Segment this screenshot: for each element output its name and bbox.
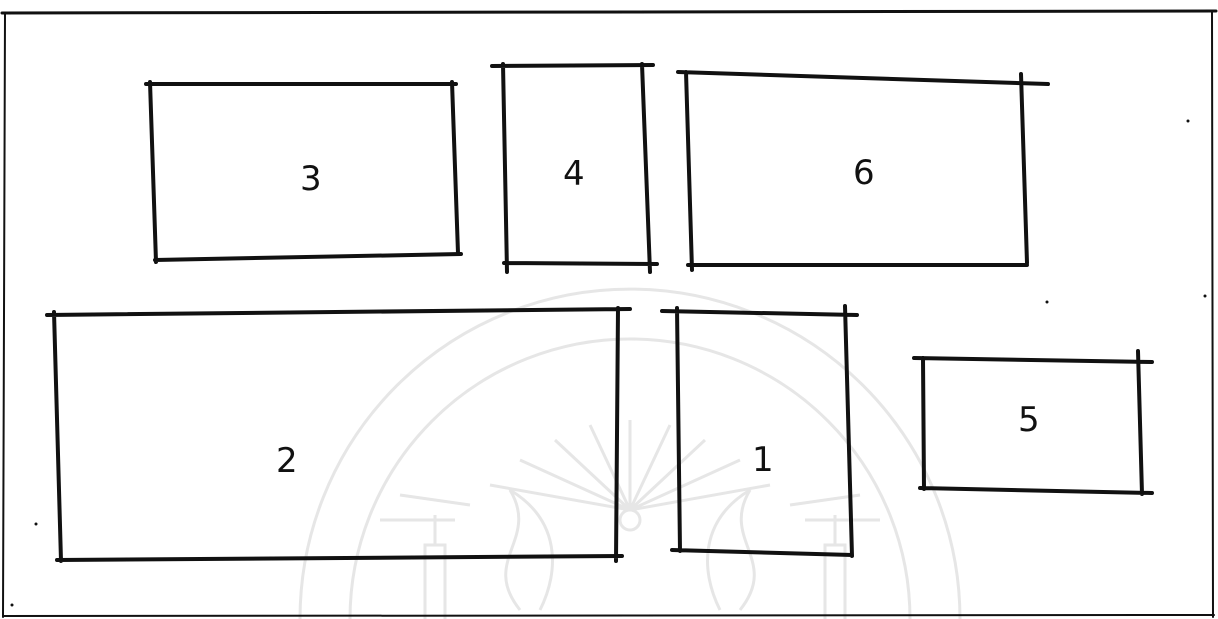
stray-dots — [11, 120, 1207, 607]
box-6-label: 6 — [853, 153, 875, 193]
seal-left-rays — [380, 495, 470, 520]
box-2-label: 2 — [276, 441, 298, 481]
dot — [35, 523, 38, 526]
box-1-label: 1 — [752, 440, 774, 480]
box-5: 5 — [914, 351, 1152, 494]
box-6: 6 — [678, 72, 1048, 270]
dot — [11, 604, 14, 607]
dot — [1046, 301, 1049, 304]
box-3-label: 3 — [300, 159, 322, 199]
box-3: 3 — [146, 82, 461, 262]
frame-left — [3, 13, 5, 617]
frame-top — [2, 11, 1216, 13]
dot — [1204, 295, 1207, 298]
seal-left-candle — [425, 515, 445, 619]
seal-right-candle — [825, 515, 845, 619]
box-4: 4 — [492, 64, 657, 272]
seal-center-ornament — [620, 510, 640, 530]
box-5-label: 5 — [1018, 400, 1040, 440]
seal-left-flame — [506, 490, 553, 610]
seal-rays — [490, 420, 770, 510]
frame-right — [1212, 11, 1213, 617]
box-4-label: 4 — [563, 154, 585, 194]
watermark-seal — [300, 289, 960, 619]
dot — [1187, 120, 1190, 123]
frame-bottom — [3, 615, 1214, 616]
